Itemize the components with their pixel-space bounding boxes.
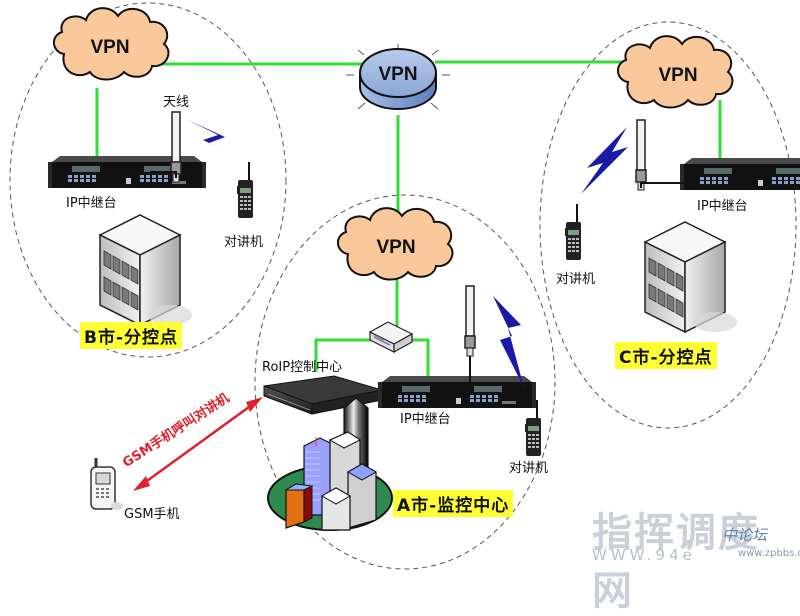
zone-a-radio-wave-icon	[493, 296, 524, 388]
zone-a-cloud-label: VPN	[376, 237, 415, 258]
zone-b-boundary	[9, 2, 287, 358]
zone-b-label: B市-分控点	[80, 322, 183, 349]
zone-c-boundary	[539, 21, 797, 429]
zone-c-label: C市-分控点	[615, 342, 717, 369]
zone-b-cloud-label: VPN	[90, 37, 129, 58]
zone-c-cloud-label: VPN	[658, 65, 697, 86]
zone-c-antenna	[635, 119, 647, 191]
network-switch-icon	[368, 321, 414, 354]
zone-a-boundary	[254, 194, 556, 570]
core-router-label: VPN	[378, 64, 417, 85]
zone-a-radio-label: 对讲机	[509, 461, 549, 476]
watermark-overlay-cn: 中论坛	[722, 526, 768, 544]
zone-c-radio-wave-icon	[581, 127, 628, 194]
network-diagram: VPN VPN VPN VPN	[9, 2, 800, 570]
gsm-phone-label: GSM手机	[124, 507, 180, 522]
zone-a-repeater-label: IP中继台	[400, 412, 451, 427]
zone-b-radio-wave-icon	[188, 120, 240, 158]
watermark-overlay-url: www.zpbbs.cn	[738, 548, 800, 559]
zone-b-vpn-cloud: VPN	[52, 7, 170, 81]
zone-a-vpn-cloud: VPN	[336, 207, 454, 281]
zone-c-walkie-talkie-icon	[564, 203, 582, 261]
network-links	[95, 60, 722, 376]
zone-c-vpn-cloud: VPN	[616, 35, 734, 109]
zone-c-building-icon	[644, 221, 738, 333]
city-buildings-icon	[267, 397, 393, 531]
zone-b-repeater	[48, 156, 206, 188]
zone-a-label: A市-监控中心	[393, 490, 514, 517]
gsm-call-arrow	[133, 397, 263, 491]
zone-b-repeater-label: IP中继台	[66, 196, 117, 211]
zone-c-radio-label: 对讲机	[556, 272, 596, 287]
zone-b-radio-label: 对讲机	[224, 235, 264, 250]
zone-b-walkie-talkie-icon	[236, 161, 254, 219]
zone-b-antenna-label: 天线	[163, 95, 190, 110]
zone-a-repeater	[378, 376, 536, 408]
zone-a-antenna	[464, 285, 476, 357]
watermark-url: WWW.94e	[592, 546, 696, 564]
zone-b-building-icon	[99, 214, 193, 326]
gsm-phone-icon	[90, 458, 123, 510]
core-vpn-router: VPN	[346, 44, 450, 110]
zone-a-walkie-talkie-icon	[524, 399, 542, 457]
roip-control-center-label: RoIP控制中心	[262, 360, 343, 375]
zone-c-repeater	[680, 158, 800, 190]
zone-c-repeater-label: IP中继台	[697, 199, 748, 214]
